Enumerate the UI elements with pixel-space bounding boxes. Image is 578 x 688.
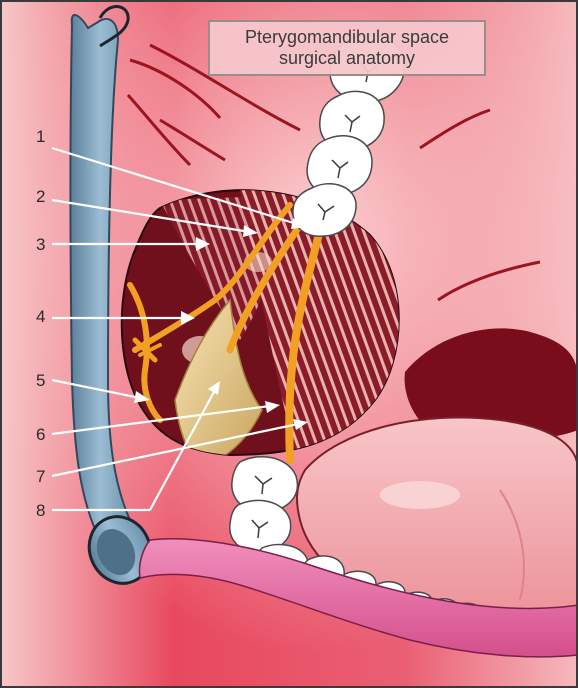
label-3: 3 bbox=[36, 236, 45, 254]
label-7: 7 bbox=[36, 468, 45, 486]
title-line-2: surgical anatomy bbox=[279, 48, 415, 69]
label-2: 2 bbox=[36, 188, 45, 206]
title-line-1: Pterygomandibular space bbox=[245, 27, 449, 48]
label-6: 6 bbox=[36, 426, 45, 444]
label-5: 5 bbox=[36, 372, 45, 390]
label-1: 1 bbox=[36, 128, 45, 146]
title-box: Pterygomandibular space surgical anatomy bbox=[208, 20, 486, 76]
label-4: 4 bbox=[36, 308, 45, 326]
label-8: 8 bbox=[36, 502, 45, 520]
